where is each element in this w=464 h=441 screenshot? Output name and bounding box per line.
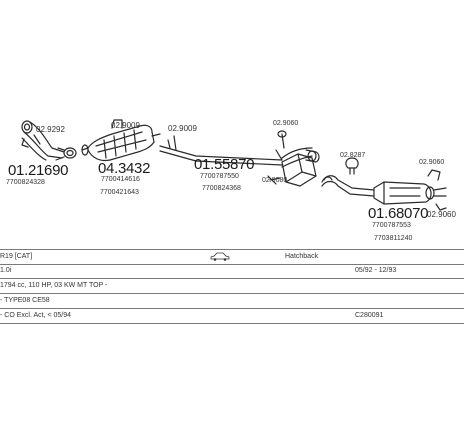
clip-02-9292-drawing (21, 138, 29, 148)
rear-muffler-drawing (373, 181, 447, 205)
oem-ref: 7700824328 (6, 179, 45, 186)
rear-pipe-drawing (321, 175, 375, 197)
date-range-cell: 05/92 - 12/93 (355, 267, 397, 274)
clip-label: 02.9009 (168, 124, 197, 133)
part-number: 01.21690 (8, 162, 69, 179)
oem-ref: 7700787553 (372, 222, 411, 229)
model-cell: R19 [CAT] (0, 253, 33, 260)
engine-code-cell: - TYPE08 CE58 (0, 297, 50, 304)
car-icon (210, 252, 230, 263)
oem-ref: 7703811240 (374, 235, 413, 242)
clip-label: 02.9060 (419, 159, 445, 166)
part-number: 04.3432 (98, 160, 151, 177)
oem-ref: 7700824368 (202, 185, 241, 192)
exhaust-drawing (21, 119, 447, 211)
table-row: - CO Excl. Act, < 05/94 C280091 (0, 309, 464, 324)
clip-label: 02.9060 (427, 210, 456, 219)
body-type-cell: Hatchback (285, 253, 319, 260)
oem-ref: 7700414616 (101, 176, 140, 183)
catalyst-clip-drawing (111, 119, 123, 129)
resonator-drawing (275, 133, 320, 187)
clip-label: 02.9009 (111, 121, 140, 130)
table-row: - TYPE08 CE58 (0, 294, 464, 309)
oem-ref: 7700421643 (100, 189, 139, 196)
catalyst-drawing (81, 124, 161, 162)
oem-ref: 7700787550 (200, 173, 239, 180)
exhaust-diagram: 02.9292 01.21690 7700824328 02.9009 04.3… (6, 119, 456, 242)
table-row: R19 [CAT] Hatchback (0, 249, 464, 265)
clip-label: 02.9292 (36, 125, 65, 134)
front-pipe-drawing (21, 120, 77, 161)
resonator-clip-drawing (267, 130, 287, 185)
table-row: 1.0i 05/92 - 12/93 (0, 264, 464, 279)
part-number: 01.68070 (368, 205, 429, 222)
catalog-code-cell: C280091 (355, 312, 384, 319)
clip-label: 02.9060 (273, 120, 299, 127)
clip-label: 02.9080 (262, 177, 288, 184)
engine-cell: 1.0i (0, 267, 12, 274)
notes-cell: - CO Excl. Act, < 05/94 (0, 312, 72, 319)
table-row: 1794 cc, 110 HP, 03 KW MT TOP - (0, 279, 464, 294)
part-number: 01.55870 (194, 156, 255, 173)
middle-pipe-drawing (159, 135, 313, 168)
clip-label: 02.8287 (340, 152, 366, 159)
rear-clip-drawing (345, 157, 447, 211)
specs-cell: 1794 cc, 110 HP, 03 KW MT TOP - (0, 282, 108, 289)
